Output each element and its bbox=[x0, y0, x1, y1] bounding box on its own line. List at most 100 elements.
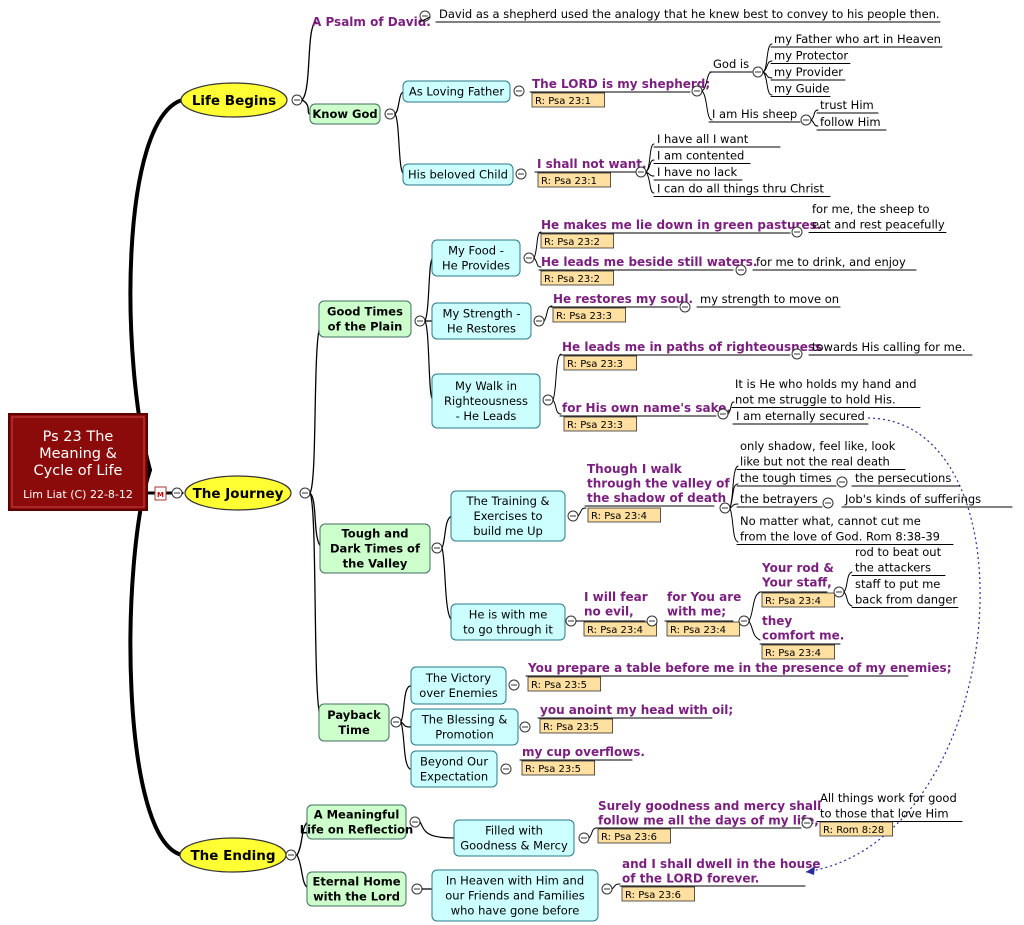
tough-times-node-label: Tough and bbox=[341, 527, 408, 541]
ending-node-label: The Ending bbox=[190, 848, 275, 864]
beloved-child-node-label: His beloved Child bbox=[408, 168, 508, 182]
filled-collapse-button[interactable] bbox=[578, 832, 590, 844]
comfort-ref: R: Psa 23:4 bbox=[761, 644, 835, 660]
text-label: I will fear bbox=[584, 590, 648, 604]
training-node-label: build me Up bbox=[473, 524, 543, 538]
my-food-collapse-button[interactable] bbox=[523, 252, 535, 264]
victory-node-label: The Victory bbox=[425, 671, 491, 685]
text-label: I have all I want bbox=[657, 132, 749, 146]
my-strength-collapse-button[interactable] bbox=[533, 315, 545, 327]
payback-node-box bbox=[318, 703, 390, 742]
sheep-follow: follow Him bbox=[820, 115, 881, 129]
my-walk-node-label: Righteousness bbox=[444, 394, 528, 408]
pastures-verse: He makes me lie down in green pastures. bbox=[541, 218, 821, 232]
text-label: back from danger bbox=[855, 593, 957, 607]
text-label: follow Him bbox=[820, 115, 881, 129]
eternal-home-node-label: with the Lord bbox=[313, 890, 400, 904]
relation-arrow bbox=[805, 417, 981, 873]
life-begins-node-ellipse bbox=[180, 82, 288, 118]
secured: I am eternally secured bbox=[736, 409, 865, 423]
all-things-ref-label: R: Rom 8:28 bbox=[823, 825, 884, 836]
waters-collapse-button[interactable] bbox=[735, 264, 747, 276]
god-is-collapse-button[interactable] bbox=[752, 66, 764, 78]
persecutions: the persecutions bbox=[855, 471, 951, 485]
text-label: David as a shepherd used the analogy tha… bbox=[439, 7, 940, 21]
my-strength-node-label: My Strength - bbox=[443, 307, 521, 321]
paths-ref-box bbox=[563, 355, 637, 371]
god-is-item: my Guide bbox=[774, 82, 829, 96]
know-god-collapse-button[interactable] bbox=[384, 108, 396, 120]
not-want-collapse-button[interactable] bbox=[635, 166, 647, 178]
text-label: you anoint my head with oil; bbox=[540, 703, 733, 717]
root-title: Meaning & bbox=[39, 446, 117, 462]
journey-collapse-button[interactable] bbox=[299, 487, 311, 499]
beyond-collapse-button[interactable] bbox=[500, 763, 512, 775]
my-walk-collapse-button[interactable] bbox=[542, 394, 554, 406]
payback-collapse-button[interactable] bbox=[390, 716, 402, 728]
victory-node-box bbox=[410, 666, 507, 705]
pastures-ref-label: R: Psa 23:2 bbox=[544, 237, 600, 248]
betrayers-collapse-button[interactable] bbox=[822, 497, 834, 509]
pastures-collapse-button[interactable] bbox=[791, 226, 803, 238]
root-collapse-button[interactable] bbox=[171, 487, 183, 499]
life-begins-collapse-button[interactable] bbox=[291, 94, 303, 106]
with-me-collapse-button[interactable] bbox=[565, 615, 577, 627]
rod-collapse-button[interactable] bbox=[833, 586, 845, 598]
shepherd-collapse-button[interactable] bbox=[691, 85, 703, 97]
text-label: I have no lack bbox=[657, 165, 737, 179]
root-title: Cycle of Life bbox=[34, 463, 123, 479]
paths-collapse-button[interactable] bbox=[791, 348, 803, 360]
blessing-node-box bbox=[410, 708, 519, 746]
victory-collapse-button[interactable] bbox=[508, 679, 520, 691]
not-want-item: I have all I want bbox=[657, 132, 749, 146]
valley-collapse-button[interactable] bbox=[719, 502, 731, 514]
blessing-collapse-button[interactable] bbox=[519, 721, 531, 733]
meaningful-collapse-button[interactable] bbox=[409, 816, 421, 828]
payback-node-label: Time bbox=[338, 723, 370, 737]
good-times-collapse-button[interactable] bbox=[414, 315, 426, 327]
tough-times-collapse-button[interactable] bbox=[431, 542, 443, 554]
goodness-collapse-button[interactable] bbox=[801, 817, 813, 829]
text-label: trust Him bbox=[820, 98, 874, 112]
text-label: my Provider bbox=[774, 65, 843, 79]
i-am-sheep-collapse-button[interactable] bbox=[800, 114, 812, 126]
loving-father-collapse-button[interactable] bbox=[513, 85, 525, 97]
text-label: to those that love Him bbox=[820, 807, 949, 821]
filled-node-label: Filled with bbox=[485, 824, 543, 838]
training-node-label: Exercises to bbox=[473, 509, 542, 523]
my-walk-node-box bbox=[431, 373, 541, 429]
blessing-node: The Blessing &Promotion bbox=[410, 708, 519, 746]
eternal-home-collapse-button[interactable] bbox=[411, 883, 423, 895]
waters-ref-box bbox=[540, 270, 614, 286]
sheep-trust: trust Him bbox=[820, 98, 874, 112]
with-me-node-box bbox=[450, 603, 566, 641]
ending-collapse-button[interactable] bbox=[285, 849, 297, 861]
with-me-verse-collapse-button[interactable] bbox=[738, 615, 750, 627]
tough-leaf-collapse-button[interactable] bbox=[836, 476, 848, 488]
restores-collapse-button[interactable] bbox=[679, 301, 691, 313]
text-label: All things work for good bbox=[820, 791, 957, 805]
training-collapse-button[interactable] bbox=[567, 510, 579, 522]
fear-collapse-button[interactable] bbox=[646, 615, 658, 627]
rod-ref: R: Psa 23:4 bbox=[761, 592, 835, 608]
dwell-ref: R: Psa 23:6 bbox=[621, 886, 695, 902]
text-label: rod to beat out bbox=[855, 545, 942, 559]
text-label: follow me all the days of my life, bbox=[598, 814, 819, 828]
beloved-child-collapse-button[interactable] bbox=[515, 168, 527, 180]
god-is-item: my Protector bbox=[774, 49, 848, 63]
root-box bbox=[8, 413, 148, 511]
heaven-collapse-button[interactable] bbox=[601, 883, 613, 895]
with-me-node-label: to go through it bbox=[463, 623, 553, 637]
waters-ref-label: R: Psa 23:2 bbox=[544, 274, 600, 285]
psalm-of-david: A Psalm of David. bbox=[312, 15, 431, 29]
valley-ref: R: Psa 23:4 bbox=[587, 507, 661, 523]
heaven-node-label: who have gone before bbox=[451, 904, 580, 918]
name-collapse-button[interactable] bbox=[717, 408, 729, 420]
payback-node-label: Payback bbox=[327, 708, 381, 722]
